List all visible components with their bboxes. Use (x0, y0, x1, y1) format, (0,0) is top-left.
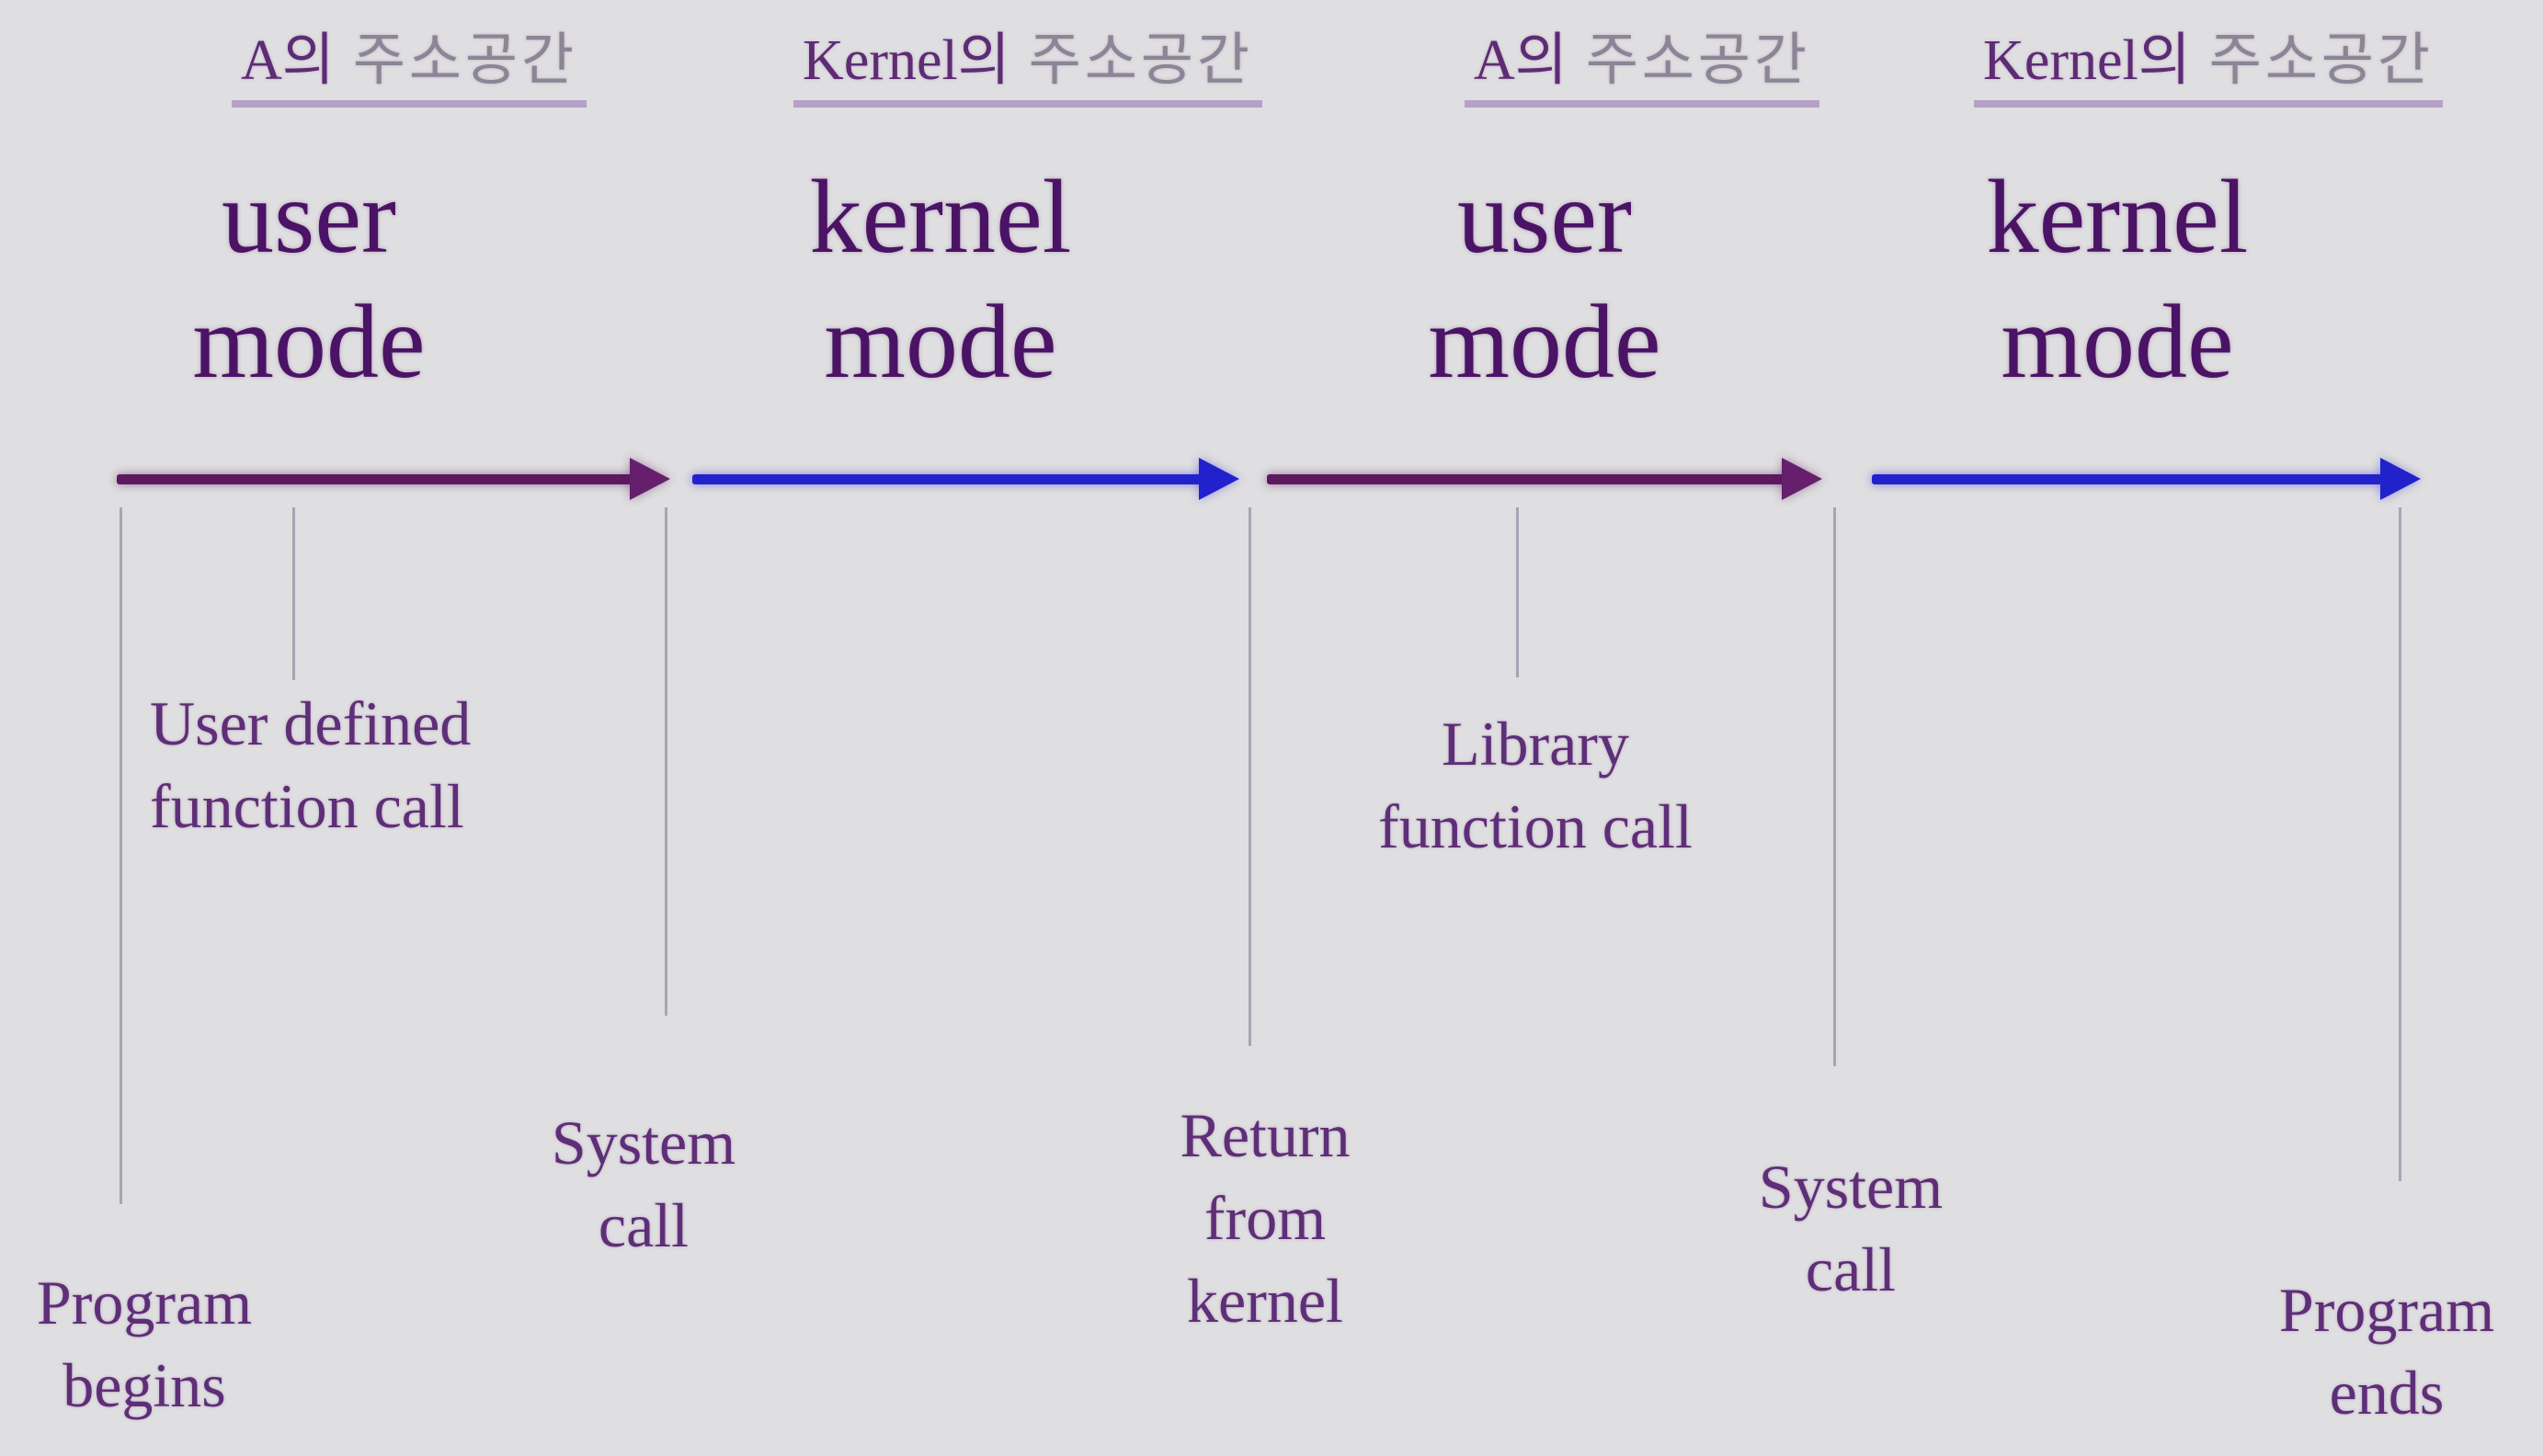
header-owner-label: A의 (1474, 29, 1568, 92)
callout-line: System (551, 1108, 736, 1177)
callout-line: Program (36, 1268, 253, 1337)
mode-label-line: user (222, 158, 396, 275)
mode-label-line: kernel (809, 158, 1072, 275)
arrow-shaft (1872, 474, 2386, 484)
event-tick-system-call-1 (665, 507, 667, 1016)
user-mode-arrow-2 (1267, 458, 1822, 500)
callout-line: User defined (150, 688, 472, 758)
header-korean-label: 주소공간 (2208, 29, 2434, 92)
callout-line: Library (1442, 709, 1629, 779)
callout-line: kernel (1187, 1266, 1343, 1336)
mode-label-kernel-1: kernel mode (810, 154, 1072, 404)
callout-library-function-call: Library function call (1378, 702, 1693, 868)
mode-label-line: mode (1428, 283, 1661, 400)
arrow-head-icon (1782, 458, 1822, 500)
arrow-head-icon (630, 458, 670, 500)
callout-line: System (1758, 1152, 1944, 1222)
mode-label-line: mode (192, 283, 426, 400)
header-korean-label: 주소공간 (352, 29, 577, 92)
callout-return-from-kernel: Return from kernel (1180, 1094, 1350, 1342)
header-owner-label: Kernel의 (803, 29, 1010, 92)
header-korean-label: 주소공간 (1028, 29, 1253, 92)
callout-line: function call (150, 771, 464, 841)
header-korean-label: 주소공간 (1585, 29, 1810, 92)
event-tick-system-call-2 (1833, 507, 1836, 1066)
header-owner-label: Kernel의 (1983, 29, 2191, 92)
address-space-header-4: Kernel의 주소공간 (1974, 29, 2443, 108)
callout-program-begins: Program begins (37, 1261, 252, 1427)
callout-system-call-2: System call (1759, 1145, 1943, 1311)
arrow-head-icon (2380, 458, 2421, 500)
event-tick-user-defined-function-call (292, 507, 295, 680)
mode-label-line: user (1457, 158, 1632, 275)
callout-line: from (1203, 1183, 1327, 1253)
mode-label-user-2: user mode (1428, 154, 1660, 404)
mode-label-line: kernel (1986, 158, 2249, 275)
event-tick-program-ends (2399, 507, 2401, 1181)
callout-line: call (1805, 1234, 1897, 1304)
mode-label-kernel-2: kernel mode (1987, 154, 2249, 404)
callout-line: begins (63, 1350, 226, 1420)
callout-line: ends (2329, 1358, 2445, 1428)
arrow-shaft (1267, 474, 1787, 484)
event-tick-program-begins (120, 507, 122, 1204)
arrow-shaft (692, 474, 1204, 484)
kernel-mode-arrow-1 (692, 458, 1239, 500)
callout-user-defined-function-call: User defined function call (150, 682, 471, 847)
kernel-mode-arrow-2 (1872, 458, 2421, 500)
mode-label-line: mode (2001, 283, 2234, 400)
callout-line: Program (2278, 1275, 2495, 1345)
callout-line: function call (1378, 791, 1693, 861)
callout-line: call (598, 1190, 690, 1260)
arrow-shaft (117, 474, 635, 484)
mode-label-user-1: user mode (192, 154, 425, 404)
mode-label-line: mode (824, 283, 1057, 400)
address-space-header-3: A의 주소공간 (1465, 29, 1819, 108)
event-tick-return-from-kernel (1249, 507, 1251, 1046)
callout-line: Return (1180, 1100, 1351, 1170)
arrow-head-icon (1199, 458, 1239, 500)
address-space-header-1: A의 주소공간 (232, 29, 587, 108)
user-mode-arrow-1 (117, 458, 670, 500)
header-owner-label: A의 (241, 29, 335, 92)
callout-system-call-1: System call (552, 1101, 736, 1267)
address-space-header-2: Kernel의 주소공간 (793, 29, 1262, 108)
callout-program-ends: Program ends (2279, 1268, 2494, 1434)
event-tick-library-function-call (1516, 507, 1519, 677)
